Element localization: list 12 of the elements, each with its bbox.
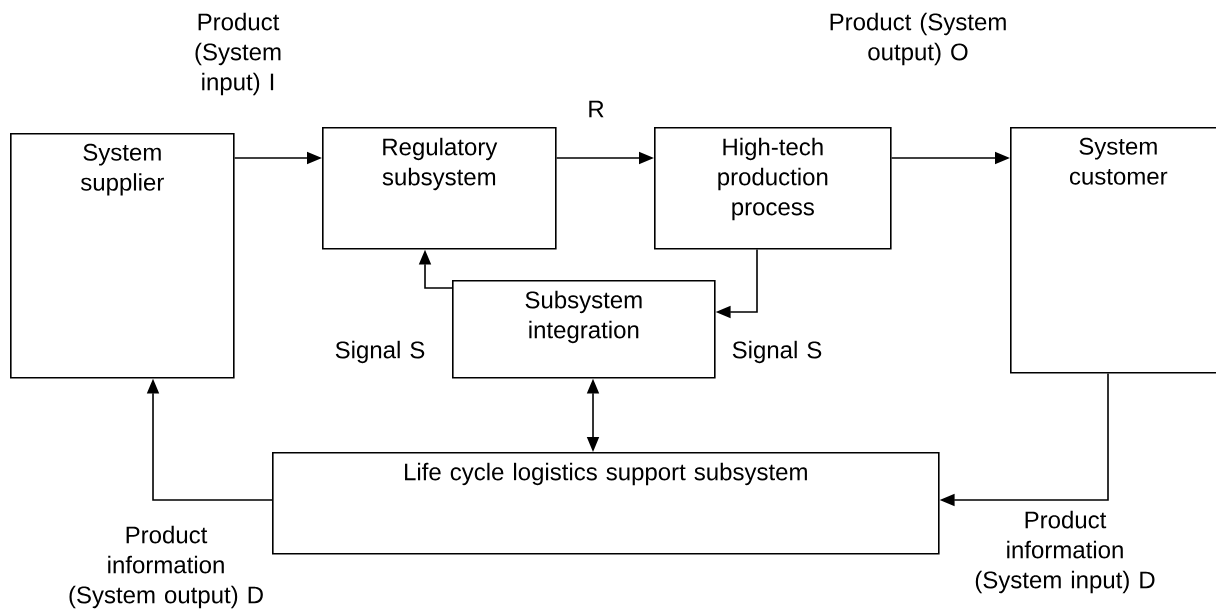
process-box: Regulatory subsystem xyxy=(322,127,557,250)
flow-label: Product (System input) I xyxy=(195,12,281,96)
signal-label: Signal S xyxy=(335,340,425,364)
process-box: Subsystem integration xyxy=(452,280,716,379)
process-box: Life cycle logistics support subsystem xyxy=(272,452,940,555)
flow-label: Product (System output) O xyxy=(830,12,1006,66)
process-box: System supplier xyxy=(10,133,235,379)
process-box: High-tech production process xyxy=(654,127,892,250)
flow-label: Product information (System input) D xyxy=(975,510,1155,594)
signal-label: R xyxy=(589,100,604,118)
process-box: System customer xyxy=(1010,127,1216,374)
flow-label: Product information (System output) D xyxy=(69,525,263,609)
